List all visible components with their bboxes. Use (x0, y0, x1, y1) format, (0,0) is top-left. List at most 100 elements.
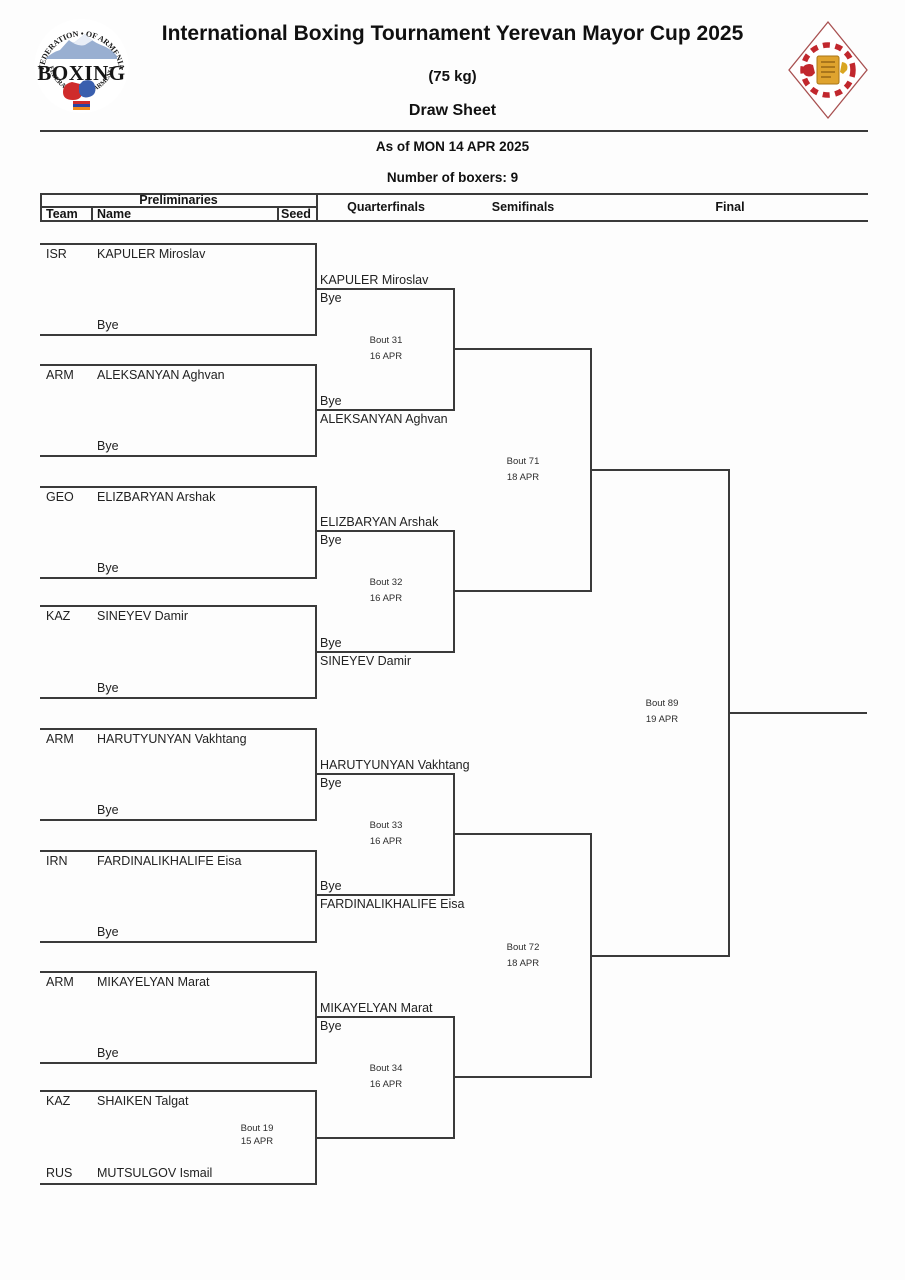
qf-slot7-line (317, 1016, 455, 1018)
prelim2-top-line (40, 364, 317, 366)
sf-feeder-qf4 (455, 1076, 592, 1078)
prelim-header-left-border (40, 193, 42, 222)
qf-slot3-line (317, 530, 455, 532)
qf-slot3-above: ELIZBARYAN Arshak (320, 515, 439, 529)
bout19-label: Bout 19 (240, 1123, 274, 1134)
qf-slot7-above: MIKAYELYAN Marat (320, 1001, 433, 1015)
prelim8-connector (315, 1090, 317, 1185)
prelim7-top-line (40, 971, 317, 973)
prelim1-team: ISR (46, 247, 67, 261)
prelim8-bottom-name: MUTSULGOV Ismail (97, 1166, 213, 1180)
prelim4-team: KAZ (46, 609, 71, 623)
as-of-date: As of MON 14 APR 2025 (375, 139, 530, 154)
qf-slot4-above: Bye (320, 636, 342, 650)
prelim3-bye: Bye (97, 561, 119, 575)
qf-slot1-below: Bye (320, 291, 342, 305)
prelim3-team: GEO (46, 490, 74, 504)
armenia-boxing-federation-logo: FEDERATION • OF ARMENIA FEDERATION • OF … (34, 19, 129, 113)
mountain-ararat-icon (46, 34, 117, 59)
bout33-date: 16 APR (369, 836, 403, 847)
sf-feeder-qf1 (455, 348, 592, 350)
bout34-date: 16 APR (369, 1079, 403, 1090)
qf-slot5-below: Bye (320, 776, 342, 790)
prelim1-bye: Bye (97, 318, 119, 332)
prelim8-bottom-line (40, 1183, 317, 1185)
final-feeder-sf1 (592, 469, 730, 471)
sf-feeder-qf2 (455, 590, 592, 592)
column-header-quarterfinals: Quarterfinals (347, 200, 425, 214)
bout72-label: Bout 72 (506, 942, 540, 953)
boxer-count: Number of boxers: 9 (386, 170, 519, 185)
flag-stripe-orange (73, 107, 90, 110)
prelim4-connector (315, 605, 317, 699)
prelim7-bye: Bye (97, 1046, 119, 1060)
column-header-seed: Seed (281, 207, 311, 221)
prelim4-bottom-line (40, 697, 317, 699)
qf2-connector (453, 530, 455, 653)
prelim5-bye: Bye (97, 803, 119, 817)
logo-circle (34, 19, 129, 113)
prelim8-bottom-team: RUS (46, 1166, 73, 1180)
final-connector (728, 469, 730, 957)
prelim5-team: ARM (46, 732, 74, 746)
qf4-connector (453, 1016, 455, 1139)
prelim2-name: ALEKSANYAN Aghvan (97, 368, 225, 382)
prelim5-bottom-line (40, 819, 317, 821)
prelim-header-mid-line (40, 206, 318, 208)
qf-slot6-line (317, 894, 455, 896)
tournament-emblem-logo (788, 20, 868, 120)
qf-slot1-above: KAPULER Miroslav (320, 273, 429, 287)
bout89-date: 19 APR (645, 714, 679, 725)
logo-boxing-text: BOXING (37, 61, 125, 85)
prelim5-connector (315, 728, 317, 821)
bout31-date: 16 APR (369, 351, 403, 362)
prelim6-bye: Bye (97, 925, 119, 939)
bout34-label: Bout 34 (369, 1063, 403, 1074)
qf-slot2-line (317, 409, 455, 411)
bout71-date: 18 APR (506, 472, 540, 483)
prelim2-bye: Bye (97, 439, 119, 453)
qf-slot7-below: Bye (320, 1019, 342, 1033)
qf-slot4-below: SINEYEV Damir (320, 654, 411, 668)
qf-slot4-line (317, 651, 455, 653)
qf3-connector (453, 773, 455, 896)
sf1-connector (590, 348, 592, 592)
prelim4-bye: Bye (97, 681, 119, 695)
flag-stripe-red (73, 101, 90, 104)
champion-line (730, 712, 867, 714)
qf-slot5-above: HARUTYUNYAN Vakhtang (320, 758, 470, 772)
prelim2-team: ARM (46, 368, 74, 382)
bout32-label: Bout 32 (369, 577, 403, 588)
prelim4-top-line (40, 605, 317, 607)
prelim6-bottom-line (40, 941, 317, 943)
prelim3-connector (315, 486, 317, 579)
prelim6-team: IRN (46, 854, 68, 868)
prelim6-top-line (40, 850, 317, 852)
prelim7-name: MIKAYELYAN Marat (97, 975, 210, 989)
prelim7-team: ARM (46, 975, 74, 989)
bout33-label: Bout 33 (369, 820, 403, 831)
blue-glove-icon (79, 80, 96, 98)
qf-slot6-above: Bye (320, 879, 342, 893)
qf-slot3-below: Bye (320, 533, 342, 547)
prelim1-name: KAPULER Miroslav (97, 247, 206, 261)
qf-slot1-line (317, 288, 455, 290)
qf-slot2-below: ALEKSANYAN Aghvan (320, 412, 448, 426)
qf-slot6-below: FARDINALIKHALIFE Eisa (320, 897, 465, 911)
prelim3-name: ELIZBARYAN Arshak (97, 490, 216, 504)
bout32-date: 16 APR (369, 593, 403, 604)
emblem-shield-detail (821, 61, 835, 78)
emblem-trophy-icon (840, 62, 848, 74)
prelim-header-right-border (316, 193, 318, 222)
emblem-glove-icon (802, 64, 815, 77)
prelim6-name: FARDINALIKHALIFE Eisa (97, 854, 242, 868)
prelim3-bottom-line (40, 577, 317, 579)
header-divider-line (40, 130, 868, 132)
prelim1-top-line (40, 243, 317, 245)
qf-slot2-above: Bye (320, 394, 342, 408)
sf2-connector (590, 833, 592, 1078)
column-header-final: Final (715, 200, 745, 214)
prelim7-connector (315, 971, 317, 1064)
prelim4-name: SINEYEV Damir (97, 609, 188, 623)
bout89-label: Bout 89 (645, 698, 679, 709)
